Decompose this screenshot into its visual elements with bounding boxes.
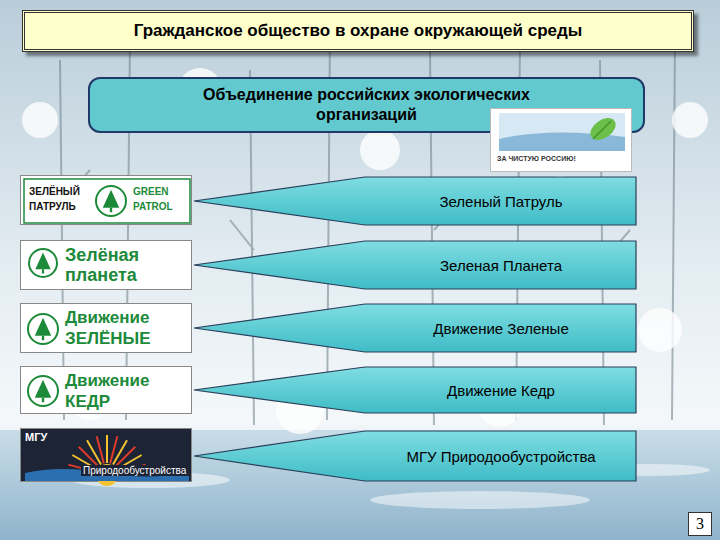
arrow-shape	[193, 303, 637, 353]
slide-title: Гражданское общество в охране окружающей…	[22, 10, 694, 52]
banner-text-area: Зеленый Патруль	[365, 176, 637, 226]
logo-text: Движение ЗЕЛЁНЫЕ	[65, 307, 175, 349]
logo-text: GREEN PATROL	[133, 184, 187, 214]
banner-text-area: Движение Зеленые	[365, 303, 637, 353]
arrow-banner: МГУ Природообустройства	[193, 430, 637, 482]
logo-text: ЗЕЛЁНЫЙ ПАТРУЛЬ	[29, 184, 91, 214]
logo-text: Зелёная планета	[65, 245, 189, 285]
arrow-shape	[193, 366, 637, 414]
banner-label: Зеленая Планета	[440, 257, 562, 274]
arrow-shape	[193, 240, 637, 290]
tree-icon	[28, 376, 58, 406]
arrow-banner: Движение Кедр	[193, 366, 637, 414]
banner-label: Движение Зеленые	[433, 320, 568, 337]
tree-icon	[29, 249, 57, 277]
org-logo: ЗЕЛЁНЫЙ ПАТРУЛЬ GREEN PATROL	[20, 175, 192, 225]
logo-text: Природообустройства	[81, 465, 191, 476]
arrow-shape	[193, 176, 637, 226]
logo-text: Движение КЕДР	[65, 370, 175, 412]
banner-label: Зеленый Патруль	[439, 193, 562, 210]
org-logo: Зелёная планета	[20, 240, 192, 290]
banner-text-area: МГУ Природообустройства	[365, 430, 637, 482]
org-logo: Движение КЕДР	[20, 366, 192, 414]
banner-text-area: Движение Кедр	[365, 366, 637, 414]
logo-text: ЗА ЧИСТУЮ РОССИЮ!	[497, 155, 627, 162]
arrow-banner: Зеленый Патруль	[193, 176, 637, 226]
org-logo: Движение ЗЕЛЁНЫЕ	[20, 303, 192, 353]
banner-text-area: Зеленая Планета	[365, 240, 637, 290]
logo-text: МГУ	[25, 431, 65, 443]
tree-icon	[96, 186, 126, 216]
banner-label: МГУ Природообустройства	[406, 448, 595, 465]
org-logo: МГУ Природообустройства	[20, 428, 192, 482]
logo-picture	[491, 109, 633, 173]
arrow-banner: Зеленая Планета	[193, 240, 637, 290]
tree-icon	[28, 314, 58, 344]
org-logo: ЗА ЧИСТУЮ РОССИЮ!	[490, 108, 632, 172]
slide-number: 3	[688, 512, 712, 536]
banner-label: Движение Кедр	[447, 382, 555, 399]
arrow-banner: Движение Зеленые	[193, 303, 637, 353]
